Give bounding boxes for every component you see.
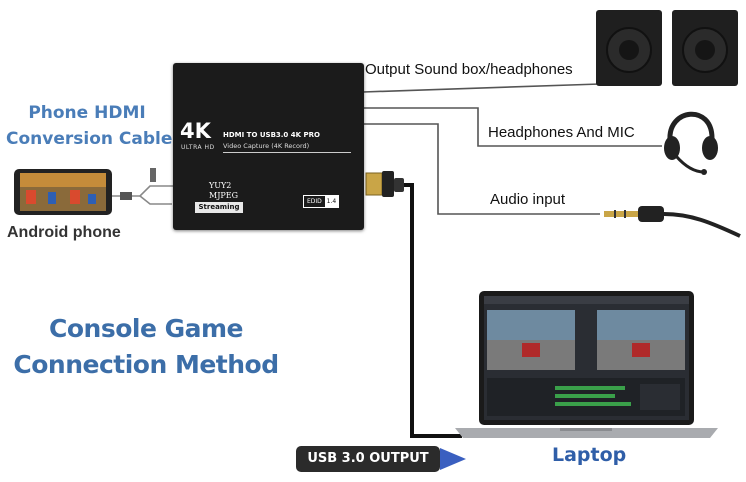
usb-cable (395, 183, 462, 438)
model-line-2: Video Capture (4K Record) (223, 142, 310, 150)
usb-output-badge: USB 3.0 OUTPUT (307, 451, 429, 466)
edid-label: EDID (307, 198, 322, 205)
hdmi-adapter-cable (112, 168, 178, 205)
edid-value: 1.4 (324, 196, 338, 207)
audio-jack (604, 206, 741, 238)
speakers (596, 10, 738, 86)
audio-input-line (363, 123, 600, 215)
headset-line (363, 107, 662, 147)
streaming-badge: Streaming (195, 202, 243, 213)
model-line-1: HDMI TO USB3.0 4K PRO (223, 131, 320, 139)
audio-input-label: Audio input (490, 191, 566, 208)
phone-cable-label-1: Phone HDMI (28, 103, 146, 123)
headset-label: Headphones And MIC (488, 124, 635, 141)
android-phone-label: Android phone (7, 224, 121, 241)
edid-badge: EDID 1.4 (303, 195, 339, 208)
laptop (455, 291, 718, 438)
speaker-line (362, 83, 601, 93)
format-yuy2: YUY2 (209, 181, 232, 190)
usb-badge-shape (296, 446, 466, 472)
phone-cable-label-2: Conversion Cable (6, 129, 173, 149)
underline-accent (223, 152, 351, 153)
usb-plug (365, 171, 404, 197)
method-title-1: Console Game (49, 314, 244, 343)
capture-device: 4K ULTRA HD HDMI TO USB3.0 4K PRO Video … (173, 63, 364, 230)
headset (664, 111, 718, 175)
method-title-2: Connection Method (13, 350, 279, 379)
speakers-label: Output Sound box/headphones (365, 61, 573, 78)
format-mjpeg: MJPEG (209, 191, 239, 200)
logo-4k: 4K (180, 119, 211, 143)
laptop-label: Laptop (552, 444, 627, 466)
android-phone (14, 169, 112, 215)
logo-ultrahd: ULTRA HD (181, 144, 215, 151)
